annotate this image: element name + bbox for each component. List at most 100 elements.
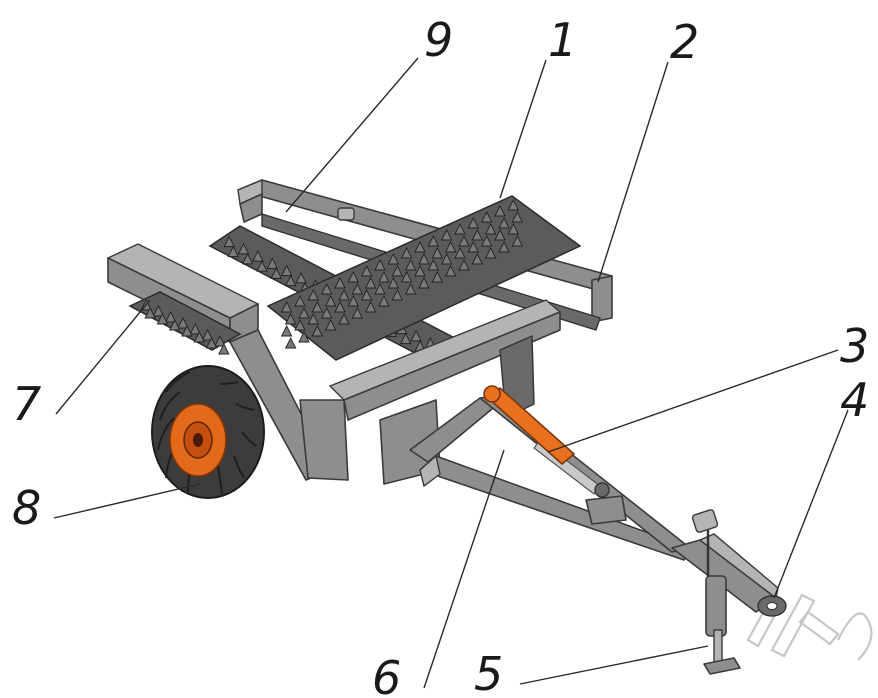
- roller-spike: [374, 282, 386, 295]
- roller-spike: [418, 252, 430, 265]
- roller-spike: [454, 222, 466, 235]
- roller-spike: [237, 242, 250, 255]
- jack-handle-icon: [691, 509, 719, 576]
- roller-spike: [156, 312, 169, 325]
- roller-spike: [294, 294, 306, 307]
- roller-spike: [152, 304, 165, 317]
- roller-spike: [284, 312, 297, 325]
- roller-spike: [427, 234, 440, 247]
- roller-spike: [391, 288, 404, 301]
- roller-spike: [404, 258, 417, 271]
- roller-spike: [252, 250, 264, 262]
- roller-spike: [193, 330, 206, 343]
- roller-spike: [471, 252, 484, 265]
- roller-spike: [427, 258, 440, 271]
- roller-spike: [223, 235, 235, 248]
- roller-spike: [414, 240, 426, 253]
- roller-spike: [189, 322, 202, 335]
- roller-spike: [360, 288, 373, 301]
- roller-spike: [320, 282, 333, 295]
- roller-spike: [471, 228, 484, 241]
- roller-spike: [484, 246, 497, 259]
- roller-spike: [298, 330, 310, 343]
- roller-spike: [400, 246, 413, 259]
- roller-spike: [256, 260, 268, 272]
- roller-spike: [458, 234, 470, 247]
- roller-spike: [164, 310, 177, 323]
- lower-spiked-roller: [128, 291, 242, 355]
- roller-spike: [467, 240, 480, 253]
- roller-spike: [284, 274, 297, 287]
- roller-spike: [241, 252, 254, 265]
- roller-spike: [480, 234, 493, 247]
- roller-spike: [511, 210, 524, 223]
- roller-spike: [144, 306, 156, 319]
- roller-spike: [218, 342, 230, 355]
- roller-spike: [266, 257, 279, 269]
- callout-labels: 1 2 3 4 5 6 7 8 9: [12, 13, 869, 698]
- leader-line-4: [773, 409, 849, 599]
- roller-spike: [295, 271, 307, 284]
- roller-spike: [414, 264, 426, 277]
- roller-spike: [177, 316, 189, 329]
- front-spiked-roller: [266, 195, 582, 361]
- roller-spike: [399, 332, 412, 345]
- roller-spike: [494, 228, 506, 241]
- hydraulic-cylinder: [483, 385, 610, 498]
- roller-spike: [467, 216, 480, 229]
- roller-spike: [324, 294, 337, 307]
- roller-spike: [201, 328, 214, 341]
- leader-line-9: [285, 57, 419, 213]
- roller-spike: [168, 318, 181, 331]
- roller-spike: [498, 240, 510, 253]
- roller-spike: [418, 276, 430, 289]
- leader-line-2: [597, 61, 669, 283]
- roller-spike: [507, 198, 520, 211]
- transport-wheel: [151, 365, 265, 499]
- roller-spike: [431, 270, 444, 283]
- roller-spike: [338, 312, 350, 325]
- callout-7: 7: [12, 377, 41, 431]
- callout-3: 3: [840, 319, 869, 373]
- jack-stand: [691, 509, 741, 675]
- roller-spike: [511, 234, 524, 247]
- roller-spike: [374, 258, 386, 271]
- roller-spike: [334, 276, 346, 289]
- roller-spike: [444, 240, 457, 253]
- roller-spike: [334, 300, 346, 313]
- roller-spike: [214, 334, 226, 347]
- roller-spike: [294, 318, 306, 331]
- roller-spike: [360, 264, 373, 277]
- callout-6: 6: [372, 651, 401, 698]
- roller-spike: [181, 324, 193, 337]
- roller-spike: [364, 300, 377, 313]
- roller-spike: [400, 270, 413, 283]
- roller-spike: [320, 306, 333, 319]
- roller-spike: [387, 276, 400, 289]
- roller-spike: [440, 228, 453, 241]
- roller-spike: [307, 312, 320, 325]
- callout-4: 4: [840, 373, 869, 427]
- roller-spike: [387, 252, 400, 265]
- roller-spike: [378, 294, 390, 307]
- roller-spike: [351, 282, 364, 295]
- roller-spike: [364, 276, 377, 289]
- roller-spike: [351, 306, 364, 319]
- roller-spike: [311, 324, 324, 337]
- leader-line-1: [499, 59, 547, 199]
- roller-spike: [410, 329, 422, 342]
- roller-spike: [280, 300, 293, 313]
- roller-spike: [391, 264, 404, 277]
- roller-spike: [404, 282, 417, 295]
- roller-spike: [431, 246, 444, 259]
- callout-1: 1: [548, 13, 577, 67]
- leader-line-8: [53, 483, 201, 519]
- roller-spike: [347, 270, 360, 283]
- roller-spike: [280, 324, 293, 337]
- roller-spike: [498, 216, 510, 229]
- leader-line-5: [519, 645, 709, 685]
- callout-9: 9: [424, 13, 453, 67]
- drawbar-a-frame: [409, 395, 787, 617]
- roller-spike: [484, 222, 497, 235]
